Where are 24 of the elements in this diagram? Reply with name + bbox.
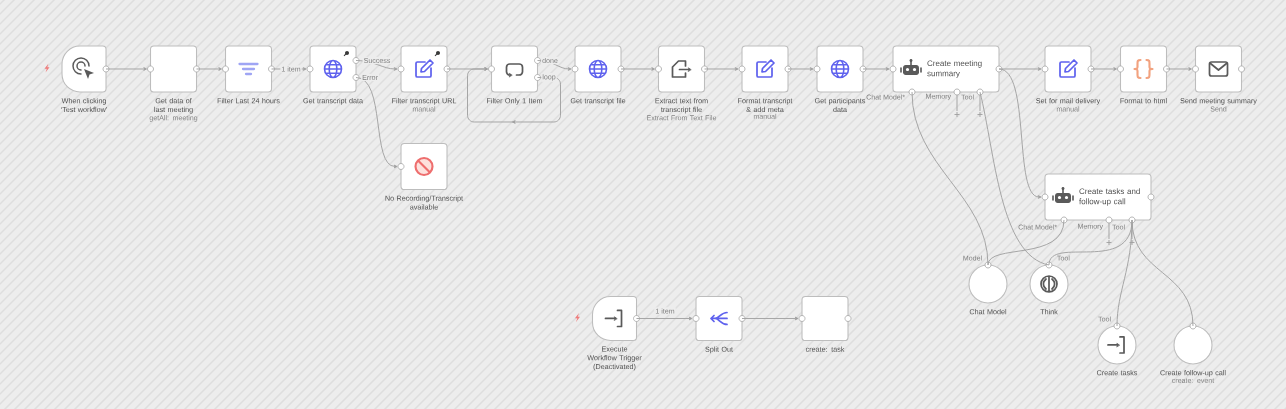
arrow [704,67,739,71]
arrow [271,67,307,71]
arrow [998,67,1042,71]
arrow [1090,67,1117,71]
arrow [998,68,1042,199]
arrow [787,67,814,71]
connector-line [1131,219,1194,327]
arrow [105,67,147,71]
connector-line [979,91,1050,266]
connector-line [1116,219,1133,327]
arrow [537,60,572,71]
arrow [620,67,655,71]
arrow [636,316,693,321]
agent-box: Create tasks and follow-up call [1044,173,1152,221]
agent-box: Create meeting summary [892,45,1000,93]
arrow [862,67,890,71]
arrow [741,316,799,321]
arrow [1166,67,1192,71]
connector-line [911,91,989,266]
arrow [355,77,398,169]
arrow [196,67,222,71]
arrow [467,67,561,124]
connector-line [987,219,1065,266]
arrow [355,60,398,71]
